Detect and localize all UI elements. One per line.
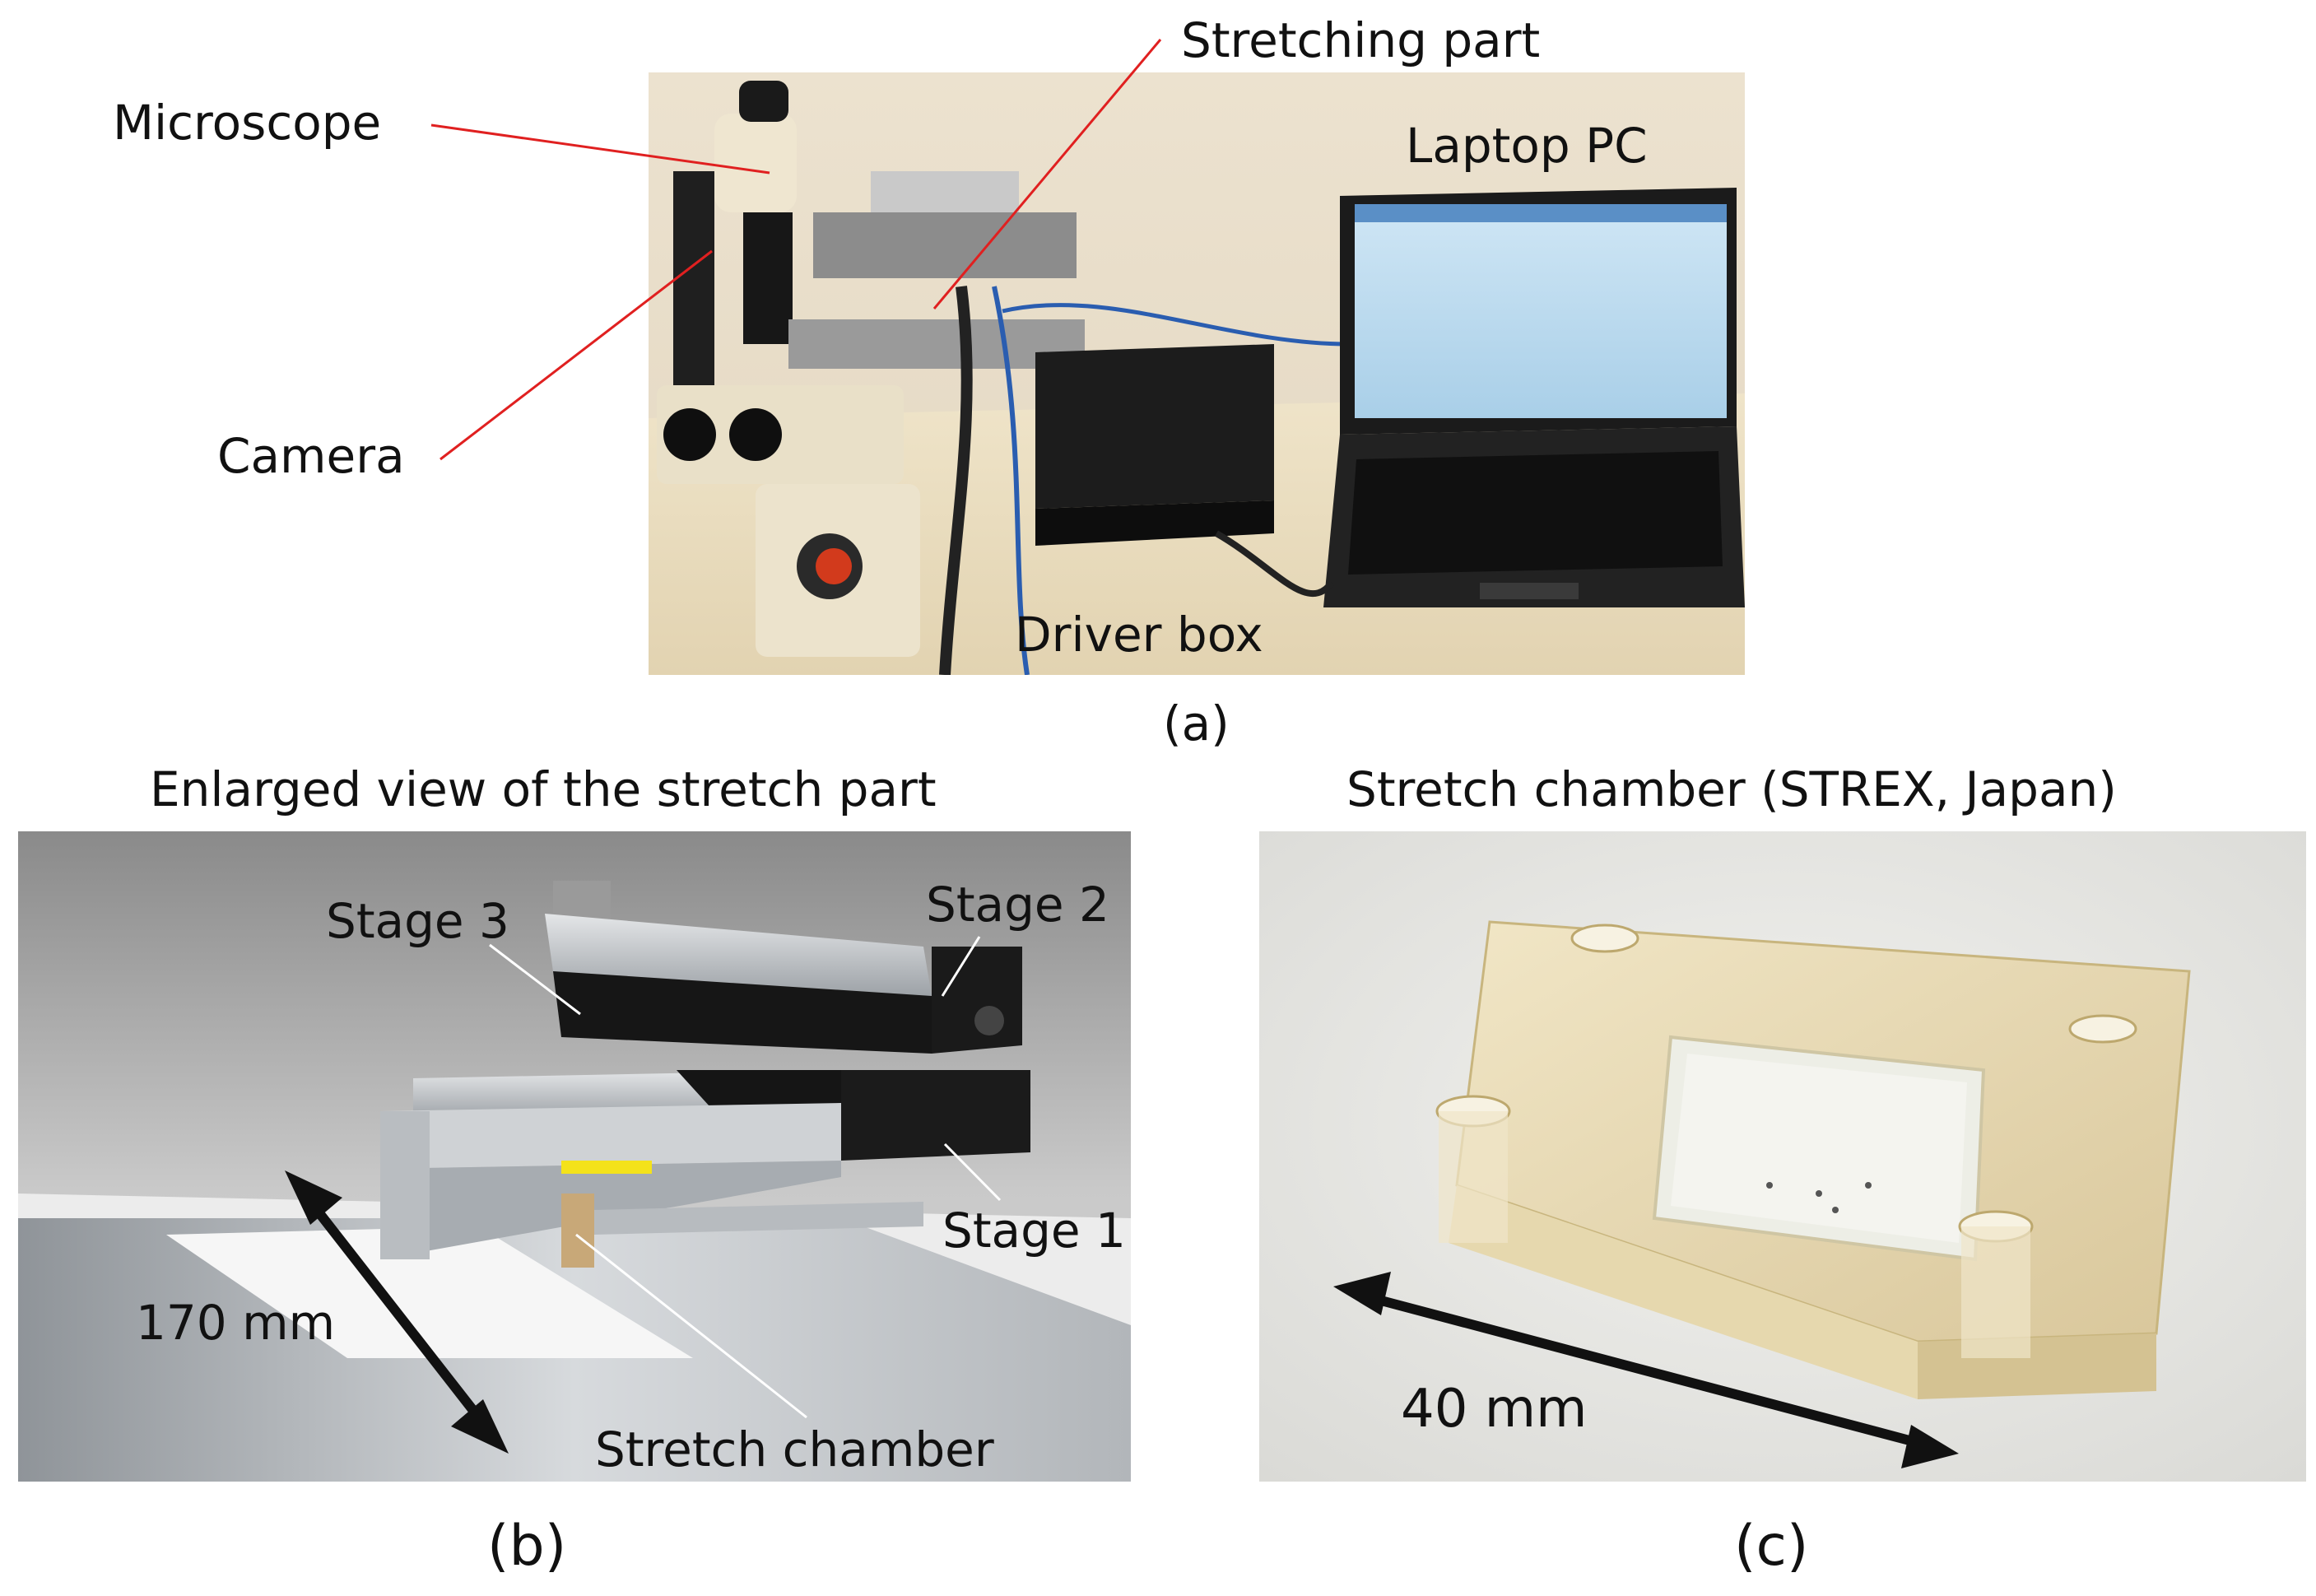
label-microscope: Microscope (113, 95, 382, 151)
label-stage-2: Stage 2 (926, 877, 1109, 933)
label-stage-1: Stage 1 (942, 1203, 1126, 1259)
label-laptop-pc: Laptop PC (1406, 118, 1648, 174)
caption-b: (b) (487, 1514, 567, 1579)
caption-c: (c) (1734, 1514, 1809, 1579)
title-panel-b: Enlarged view of the stretch part (150, 761, 937, 817)
label-camera: Camera (217, 428, 405, 484)
title-panel-c: Stretch chamber (STREX, Japan) (1346, 761, 2117, 817)
caption-a: (a) (1163, 696, 1230, 751)
label-170mm: 170 mm (136, 1295, 336, 1351)
label-stretch-chamber: Stretch chamber (595, 1422, 994, 1477)
label-40mm: 40 mm (1401, 1379, 1588, 1440)
label-stretching-part: Stretching part (1181, 12, 1541, 68)
label-driver-box: Driver box (1015, 607, 1263, 663)
label-stage-3: Stage 3 (326, 893, 509, 949)
